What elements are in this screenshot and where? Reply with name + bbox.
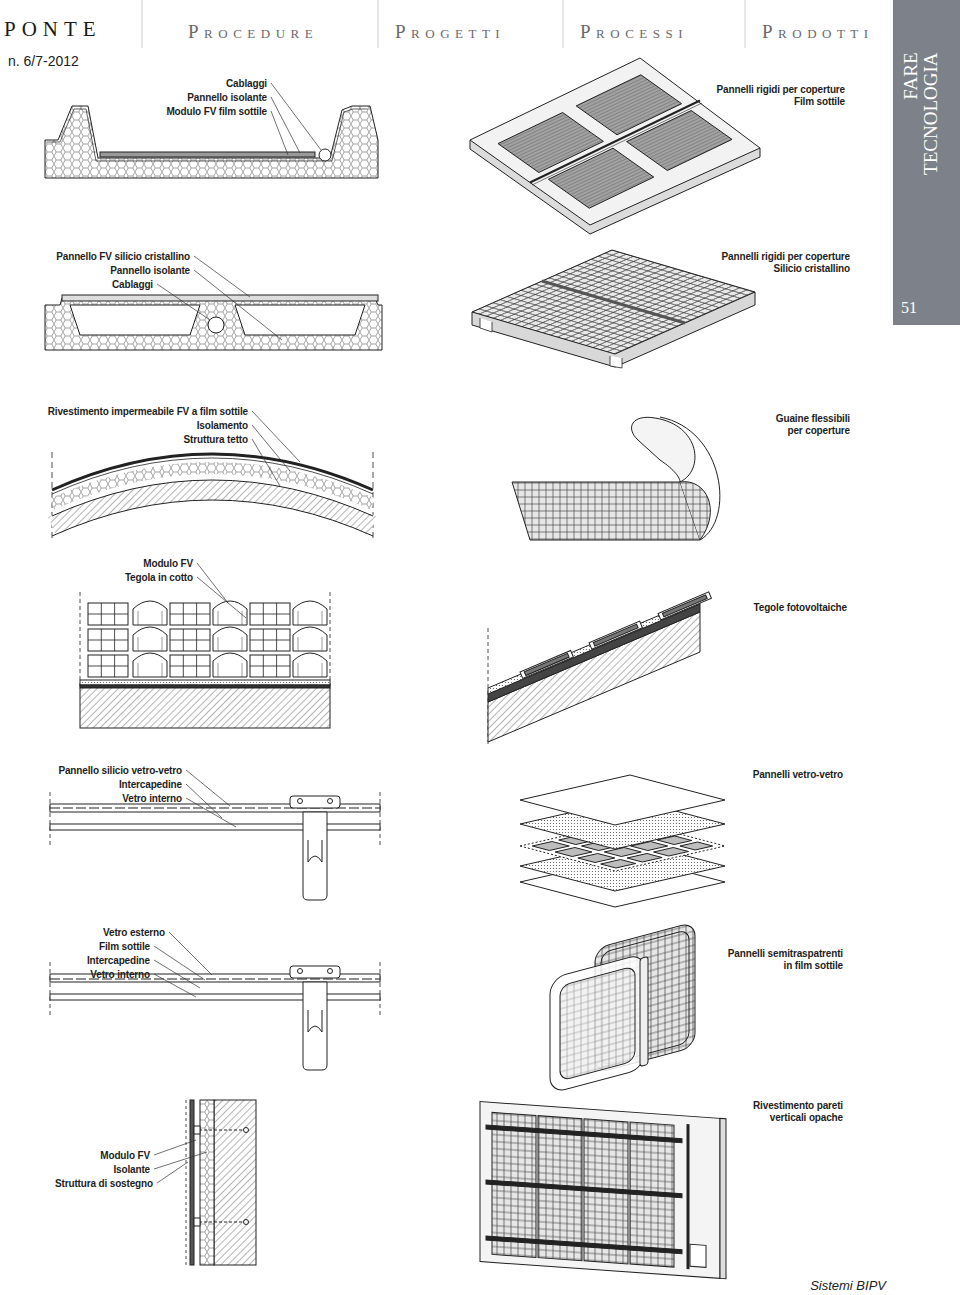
callout-label: Pannello FV silicio cristallino — [56, 250, 190, 263]
callout-label: Modulo FV — [143, 557, 193, 570]
callout-label: Modulo FV — [100, 1149, 150, 1162]
callout-label: Cablaggi — [226, 77, 267, 90]
figure-title: verticali opache — [770, 1111, 843, 1124]
glass-glass-section — [50, 792, 380, 900]
semitransparent-panel — [550, 922, 695, 1094]
callout-label: Struttura tetto — [184, 433, 248, 446]
section-tab: PROGETTI — [395, 22, 505, 44]
callout-label: Vetro interno — [122, 792, 182, 805]
issue-number: n. 6/7-2012 — [8, 53, 79, 69]
figure-title: Pannelli rigidi per coperture — [717, 83, 845, 96]
figure-title: Film sottile — [794, 95, 845, 108]
crystalline-panel-section — [45, 295, 382, 350]
figure-title: Pannelli vetro-vetro — [753, 768, 843, 781]
page-caption: Sistemi BIPV — [810, 1278, 886, 1293]
figure-title: in film sottile — [784, 959, 843, 972]
crystalline-panel-iso — [472, 250, 755, 368]
section-tab: PROCEDURE — [188, 22, 318, 44]
pv-tiles-roof — [80, 592, 330, 728]
callout-label: Intercapedine — [119, 778, 182, 791]
figure-title: Pannelli rigidi per coperture — [722, 250, 850, 263]
callout-label: Intercapedine — [87, 954, 150, 967]
callout-label: Tegola in cotto — [125, 571, 193, 584]
flexible-membrane — [512, 417, 720, 540]
thin-film-panel-section — [45, 106, 378, 178]
section-heading: FARE TECNOLOGIA — [900, 53, 940, 188]
glass-glass-exploded — [520, 775, 725, 907]
callout-label: Film sottile — [99, 940, 150, 953]
pv-tiles-slope — [488, 592, 711, 745]
thin-film-glass-section — [50, 962, 380, 1070]
page-number: 51 — [901, 299, 917, 317]
callout-label: Rivestimento impermeabile FV a film sott… — [48, 405, 248, 418]
figure-title: Silicio cristallino — [773, 262, 850, 275]
callout-label: Pannello isolante — [110, 264, 190, 277]
section-tab: PRODOTTI — [762, 22, 874, 44]
callout-label: Vetro esterno — [103, 926, 165, 939]
figure-title: Tegole fotovoltaiche — [754, 601, 848, 614]
figure-title: Rivestimento pareti — [753, 1099, 843, 1112]
facade-cladding — [480, 1102, 726, 1279]
arched-roof-section — [52, 452, 373, 540]
callout-label: Isolante — [113, 1163, 150, 1176]
callout-label: Modulo FV film sottile — [166, 105, 267, 118]
callout-label: Vetro interno — [90, 968, 150, 981]
callout-label: Pannello silicio vetro-vetro — [58, 764, 182, 777]
figure-title: Pannelli semitraspatrenti — [728, 947, 843, 960]
section-tab: PROCESSI — [580, 22, 688, 44]
section-band: FARE TECNOLOGIA 51 — [893, 0, 960, 325]
figure-title: per coperture — [787, 424, 850, 437]
masthead: PONTE — [4, 17, 102, 41]
callout-label: Cablaggi — [112, 278, 153, 291]
leader-lines — [154, 83, 321, 1183]
callout-label: Isolamento — [197, 419, 248, 432]
callout-label: Pannello isolante — [187, 91, 267, 104]
figure-title: Guaine flessibili — [776, 412, 850, 425]
wall-section — [186, 1100, 256, 1265]
header-rules — [142, 0, 745, 48]
callout-label: Struttura di sostegno — [55, 1177, 153, 1190]
thin-film-panel-iso — [470, 58, 760, 234]
